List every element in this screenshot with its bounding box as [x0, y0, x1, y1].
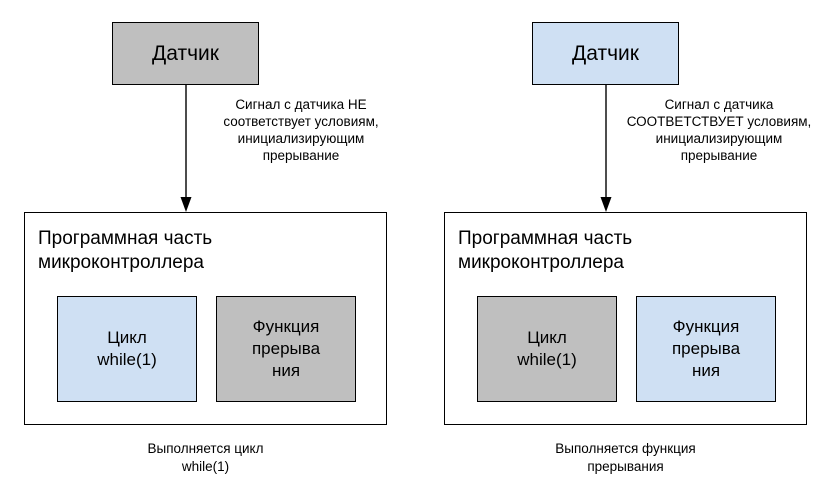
while-loop-box-right: Цикл while(1) [477, 296, 617, 402]
mcu-software-frame-left: Программная часть микроконтроллера Цикл … [24, 212, 387, 425]
sensor-box-right: Датчик [532, 22, 679, 85]
bottom-caption-left: Выполняется цикл while(1) [147, 441, 264, 474]
interrupt-function-box-left: Функция прерыва ния [216, 296, 356, 402]
sensor-box-left: Датчик [112, 22, 259, 85]
diagram-panel-left: Датчик Сигнал с датчика НЕ соответствует… [0, 0, 419, 502]
while-loop-box-left: Цикл while(1) [57, 296, 197, 402]
mcu-title-left: Программная часть микроконтроллера [38, 228, 213, 273]
sensor-label: Датчик [152, 42, 219, 65]
mcu-title-right: Программная часть микроконтроллера [458, 228, 633, 273]
signal-condition-label-right: Сигнал с датчика СООТВЕТСТВУЕТ условиям,… [626, 97, 812, 163]
signal-condition-label-left: Сигнал с датчика НЕ соответствует услови… [223, 97, 379, 163]
signal-arrow-left [180, 85, 192, 212]
signal-arrow-right [600, 85, 612, 212]
sensor-label: Датчик [572, 42, 639, 65]
diagram-panel-right: Датчик Сигнал с датчика СООТВЕТСТВУЕТ ус… [420, 0, 839, 502]
bottom-caption-right: Выполняется функция прерывания [555, 441, 696, 474]
mcu-software-frame-right: Программная часть микроконтроллера Цикл … [444, 212, 807, 425]
interrupt-function-box-right: Функция прерыва ния [636, 296, 776, 402]
